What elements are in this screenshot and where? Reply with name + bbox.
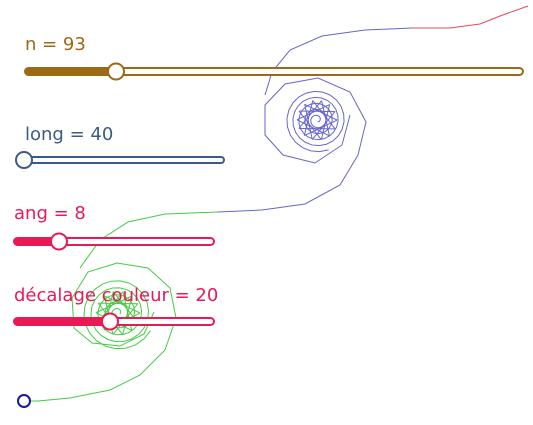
slider-decalage-handle[interactable] <box>101 312 119 331</box>
curve-blue-exit <box>264 27 413 96</box>
slider-ang-handle[interactable] <box>50 232 68 251</box>
slider-long-track[interactable] <box>17 156 225 164</box>
slider-decalage-fill <box>14 318 110 325</box>
slider-n-fill <box>25 68 116 75</box>
slider-decalage-couleur[interactable] <box>13 312 215 331</box>
slider-n-label: n = 93 <box>25 34 86 55</box>
curve-blue-star <box>298 100 323 129</box>
curve-blue-star <box>304 103 338 121</box>
spiral-curves <box>24 5 529 402</box>
curve-red-tail <box>412 5 529 29</box>
curve-blue-star <box>312 100 336 130</box>
curve-blue-star <box>320 104 331 140</box>
curve-blue-star <box>321 100 330 136</box>
curve-blue-star <box>298 110 322 140</box>
curve-blue-star <box>299 110 336 113</box>
slider-long-handle[interactable] <box>15 151 33 169</box>
slider-long-label: long = 40 <box>25 124 114 145</box>
curve-blue-outer <box>217 77 367 213</box>
slider-n[interactable] <box>24 62 524 81</box>
curve-blue-spiral <box>286 90 345 153</box>
curve-blue-star <box>304 104 313 140</box>
slider-ang[interactable] <box>13 232 215 251</box>
curve-blue-star <box>304 119 338 137</box>
curve-blue-star <box>296 104 330 121</box>
curve-green-exit <box>79 211 219 269</box>
curve-green-outer <box>71 262 177 351</box>
curve-green-star <box>104 295 141 314</box>
curve-blue-star <box>303 100 314 136</box>
curve-green-star <box>98 302 138 305</box>
curve-green-star <box>95 295 133 314</box>
start-point[interactable] <box>17 394 31 408</box>
slider-long[interactable] <box>15 151 225 169</box>
curve-green-star <box>122 295 133 335</box>
slider-ang-fill <box>14 238 59 245</box>
slider-n-handle[interactable] <box>107 62 125 81</box>
slider-decalage-label: décalage couleur = 20 <box>14 285 219 306</box>
slider-ang-label: ang = 8 <box>14 203 86 224</box>
curve-green-start <box>24 349 166 402</box>
curve-blue-star <box>296 119 330 137</box>
curve-blue-star <box>312 111 336 140</box>
